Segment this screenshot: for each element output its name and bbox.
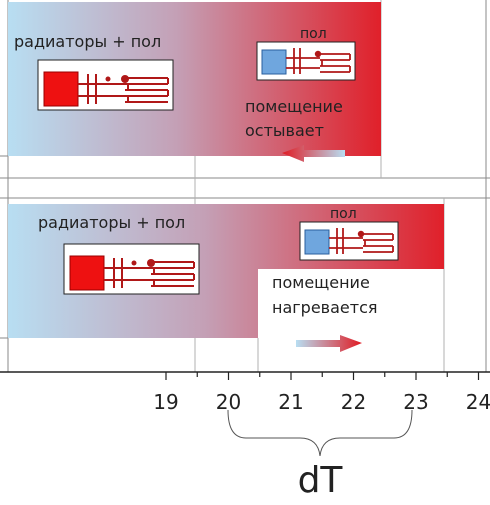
panel-1-direction-arrow xyxy=(282,145,345,162)
axis-tick-label: 23 xyxy=(403,390,428,414)
panel-2-label-left: радиаторы + пол xyxy=(38,213,185,232)
axis-tick-label: 21 xyxy=(278,390,303,414)
axis-tick-label: 24 xyxy=(466,390,490,414)
panel-2-radiator-floor-schematic-icon xyxy=(63,243,200,295)
panel-1-radiator-floor-schematic-icon xyxy=(37,59,174,111)
panel-2-message-line2: нагревается xyxy=(272,298,378,317)
axis-tick-label: 22 xyxy=(341,390,366,414)
panel-2-floor-schematic-icon xyxy=(299,221,399,261)
panel-2-direction-arrow xyxy=(296,335,362,352)
panel-1-heat-region-fill xyxy=(8,2,381,156)
panel-2-label-right: пол xyxy=(330,206,357,222)
panel-2-message-line1: помещение xyxy=(272,273,370,292)
panel-1-message-line1: помещение xyxy=(245,97,343,116)
panel-1-floor-schematic-icon xyxy=(256,41,356,81)
panel-1-label-right: пол xyxy=(300,26,327,42)
panel-1-label-left: радиаторы + пол xyxy=(14,32,161,51)
dt-range-label: dT xyxy=(298,460,344,501)
dt-range-brace xyxy=(227,409,413,457)
axis-tick-label: 19 xyxy=(153,390,178,414)
panel-1-message-line2: остывает xyxy=(245,121,324,140)
